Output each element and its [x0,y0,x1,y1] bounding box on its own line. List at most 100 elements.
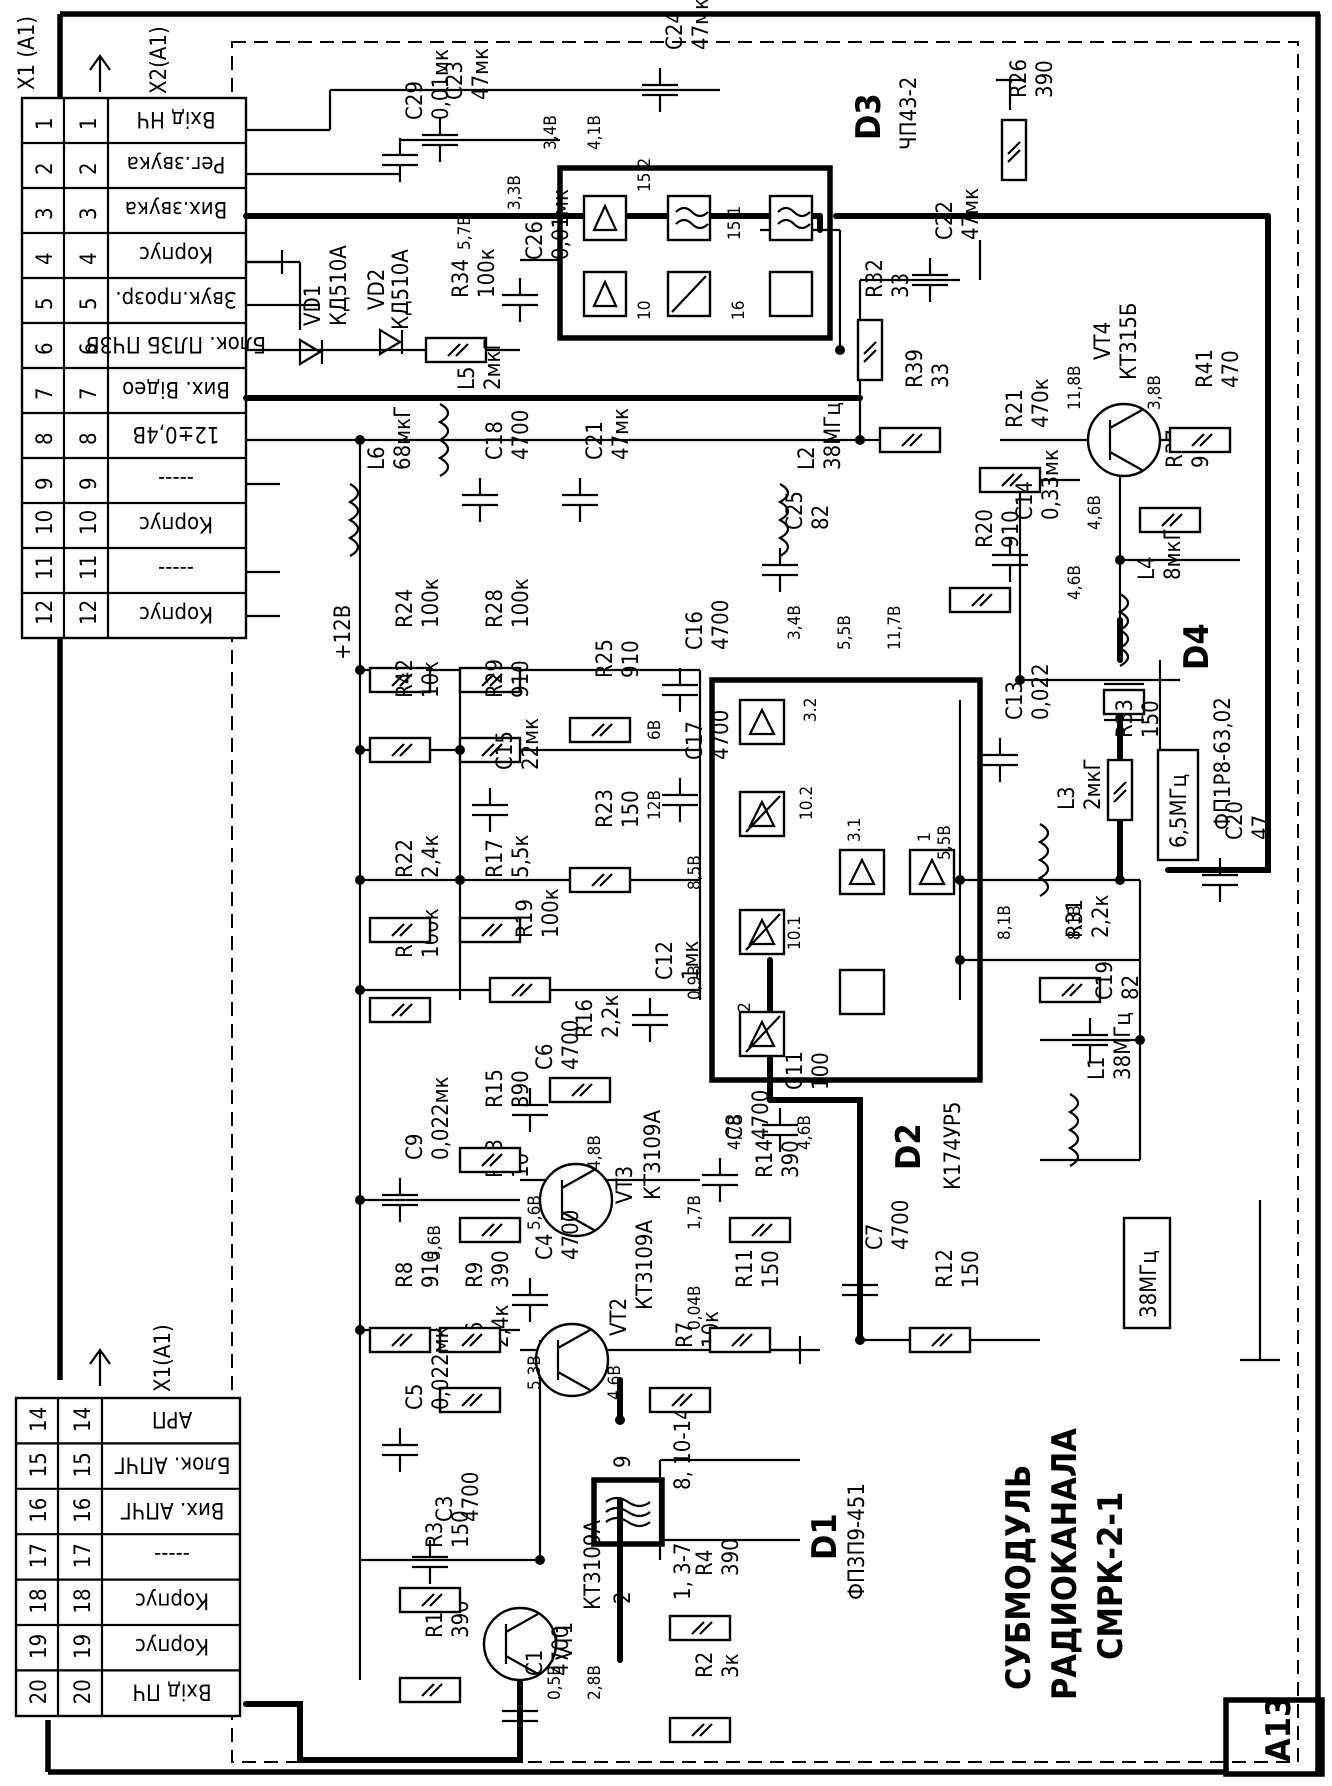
connector-pin-label: Рег.звука [127,151,226,176]
junction-dot [355,745,365,755]
voltage-label: 0,5В [545,1665,565,1700]
connector-pin-number: 4 [77,252,102,265]
voltage-label: 3,4В [785,605,805,640]
component-value: 0,33мк [1039,449,1064,520]
junction-dot [1015,675,1025,685]
capacitor-c20 [1202,858,1238,902]
component-ref: C29 [403,81,428,120]
voltage-label: 8,1В [1065,905,1085,940]
component-ref: C23 [443,61,468,100]
component-ref: L5 [455,366,480,390]
junction-dot [1135,1035,1145,1045]
d3-block-amp [582,270,628,318]
component-ref: L2 [795,446,820,470]
component-ref: R34 [449,259,474,298]
d3-block-id: 15.2 [635,158,655,192]
resistor-r7 [648,1386,712,1414]
connector-ref-bottom: Х1(А1) [151,1324,176,1392]
connector-pin-number: 16 [27,1498,52,1523]
component-ref: L1 [1085,1056,1110,1080]
connector-pin-label: ----- [154,1542,190,1567]
connector-pin-label: ----- [158,556,194,581]
voltage-label: 4,1В [585,115,605,150]
d3-ref: D3 [849,93,889,140]
resistor-r25 [568,716,632,744]
component-ref: C24 [663,11,688,50]
resistor-r14 [728,1216,792,1244]
component-ref: C4 [533,1234,558,1260]
component-value: 0,022мк [429,1076,454,1160]
component-ref: C13 [1003,681,1028,720]
d4-type: ФП1Р8-63,02 [1211,697,1236,830]
d1-pin-out: 9 [611,1455,636,1468]
component-value: 470к [1029,378,1054,428]
voltage-label: 4,6В [1085,495,1105,530]
top-connector-refs: Х1 (А1) Х2(А1) [15,16,172,94]
capacitor-c18 [462,478,498,522]
resistor-r32 [856,318,884,382]
voltage-label: 6В [645,720,665,740]
resistor-r23 [568,866,632,894]
d2-block-det-1 [738,698,786,746]
junction-dot [535,1555,545,1565]
component-ref: C16 [683,611,708,650]
d3-block-osc [768,270,814,318]
voltage-label: 5,6В [425,1225,445,1260]
d3-block-id: 16 [729,301,749,320]
connector-pin-label: Корпус [139,511,213,536]
component-ref: R31 [1063,899,1088,938]
junction-dot [355,1325,365,1335]
connector-pin-number: 18 [71,1588,96,1613]
d2-block-id: 3.2 [801,698,821,722]
component-value: 38МГц [1111,1012,1136,1080]
title-line-2: РАДИОКАНАЛА [1045,1428,1085,1700]
resistor-r33 [1106,758,1134,822]
capacitor-c1 [502,1694,538,1738]
component-value: 0,022мк [429,1326,454,1410]
junction-dot [355,1195,365,1205]
connector-pin-number: 5 [33,297,58,310]
component-value: 33 [889,273,914,298]
ic-d3: 15.1 15.2 10 16 [557,158,833,341]
voltage-label: 4,6В [605,1365,625,1400]
resistor-r12 [908,1326,972,1354]
transistor-vt3 [538,1162,614,1238]
resistor-r4 [668,1614,732,1642]
transistor-vt1 [482,1606,558,1682]
connector-pin-number: 6 [33,342,58,355]
component-ref: C15 [493,731,518,770]
vd1-type: КД510А [327,245,352,326]
component-ref: C11 [783,1051,808,1090]
d4-freq-box [1156,748,1200,862]
component-ref: R12 [933,1249,958,1288]
d1-pins-b: 8, 10-14 [671,1407,696,1490]
d1-pin-in: 2 [611,1591,636,1604]
component-ref: C5 [403,1384,428,1410]
component-value: 150 [1139,700,1164,738]
component-ref: R20 [973,509,998,548]
capacitor-c3 [412,1540,448,1584]
component-value: 3к [719,1653,744,1678]
resistor-r28 [458,666,522,694]
d3-block-filter-out [768,194,814,242]
component-value: 22мк [519,718,544,770]
vd2-ref: VD2 [365,269,390,310]
voltage-label: 5,6В [525,1195,545,1230]
connector-pin-label: Вих. АПЧГ [120,1497,225,1522]
d3-block-limiter [582,194,628,242]
connector-ref-x2: Х2(А1) [147,26,172,94]
voltage-label: 4,6В [1065,565,1085,600]
component-ref: R33 [1113,699,1138,738]
component-ref: L6 [365,446,390,470]
component-ref: R29 [483,659,508,698]
d3-block-id: 15.1 [725,206,745,240]
module-title: СУБМОДУЛЬ РАДИОКАНАЛА СМРК-2-1 [999,1428,1131,1700]
d3-block-filter [666,194,712,242]
component-value: 4700 [559,1020,584,1070]
component-ref: C9 [403,1134,428,1160]
component-ref: R28 [483,589,508,628]
junction-dot [1115,555,1125,565]
resistor-r18 [368,996,432,1024]
d1-ref: D1 [805,1513,845,1560]
